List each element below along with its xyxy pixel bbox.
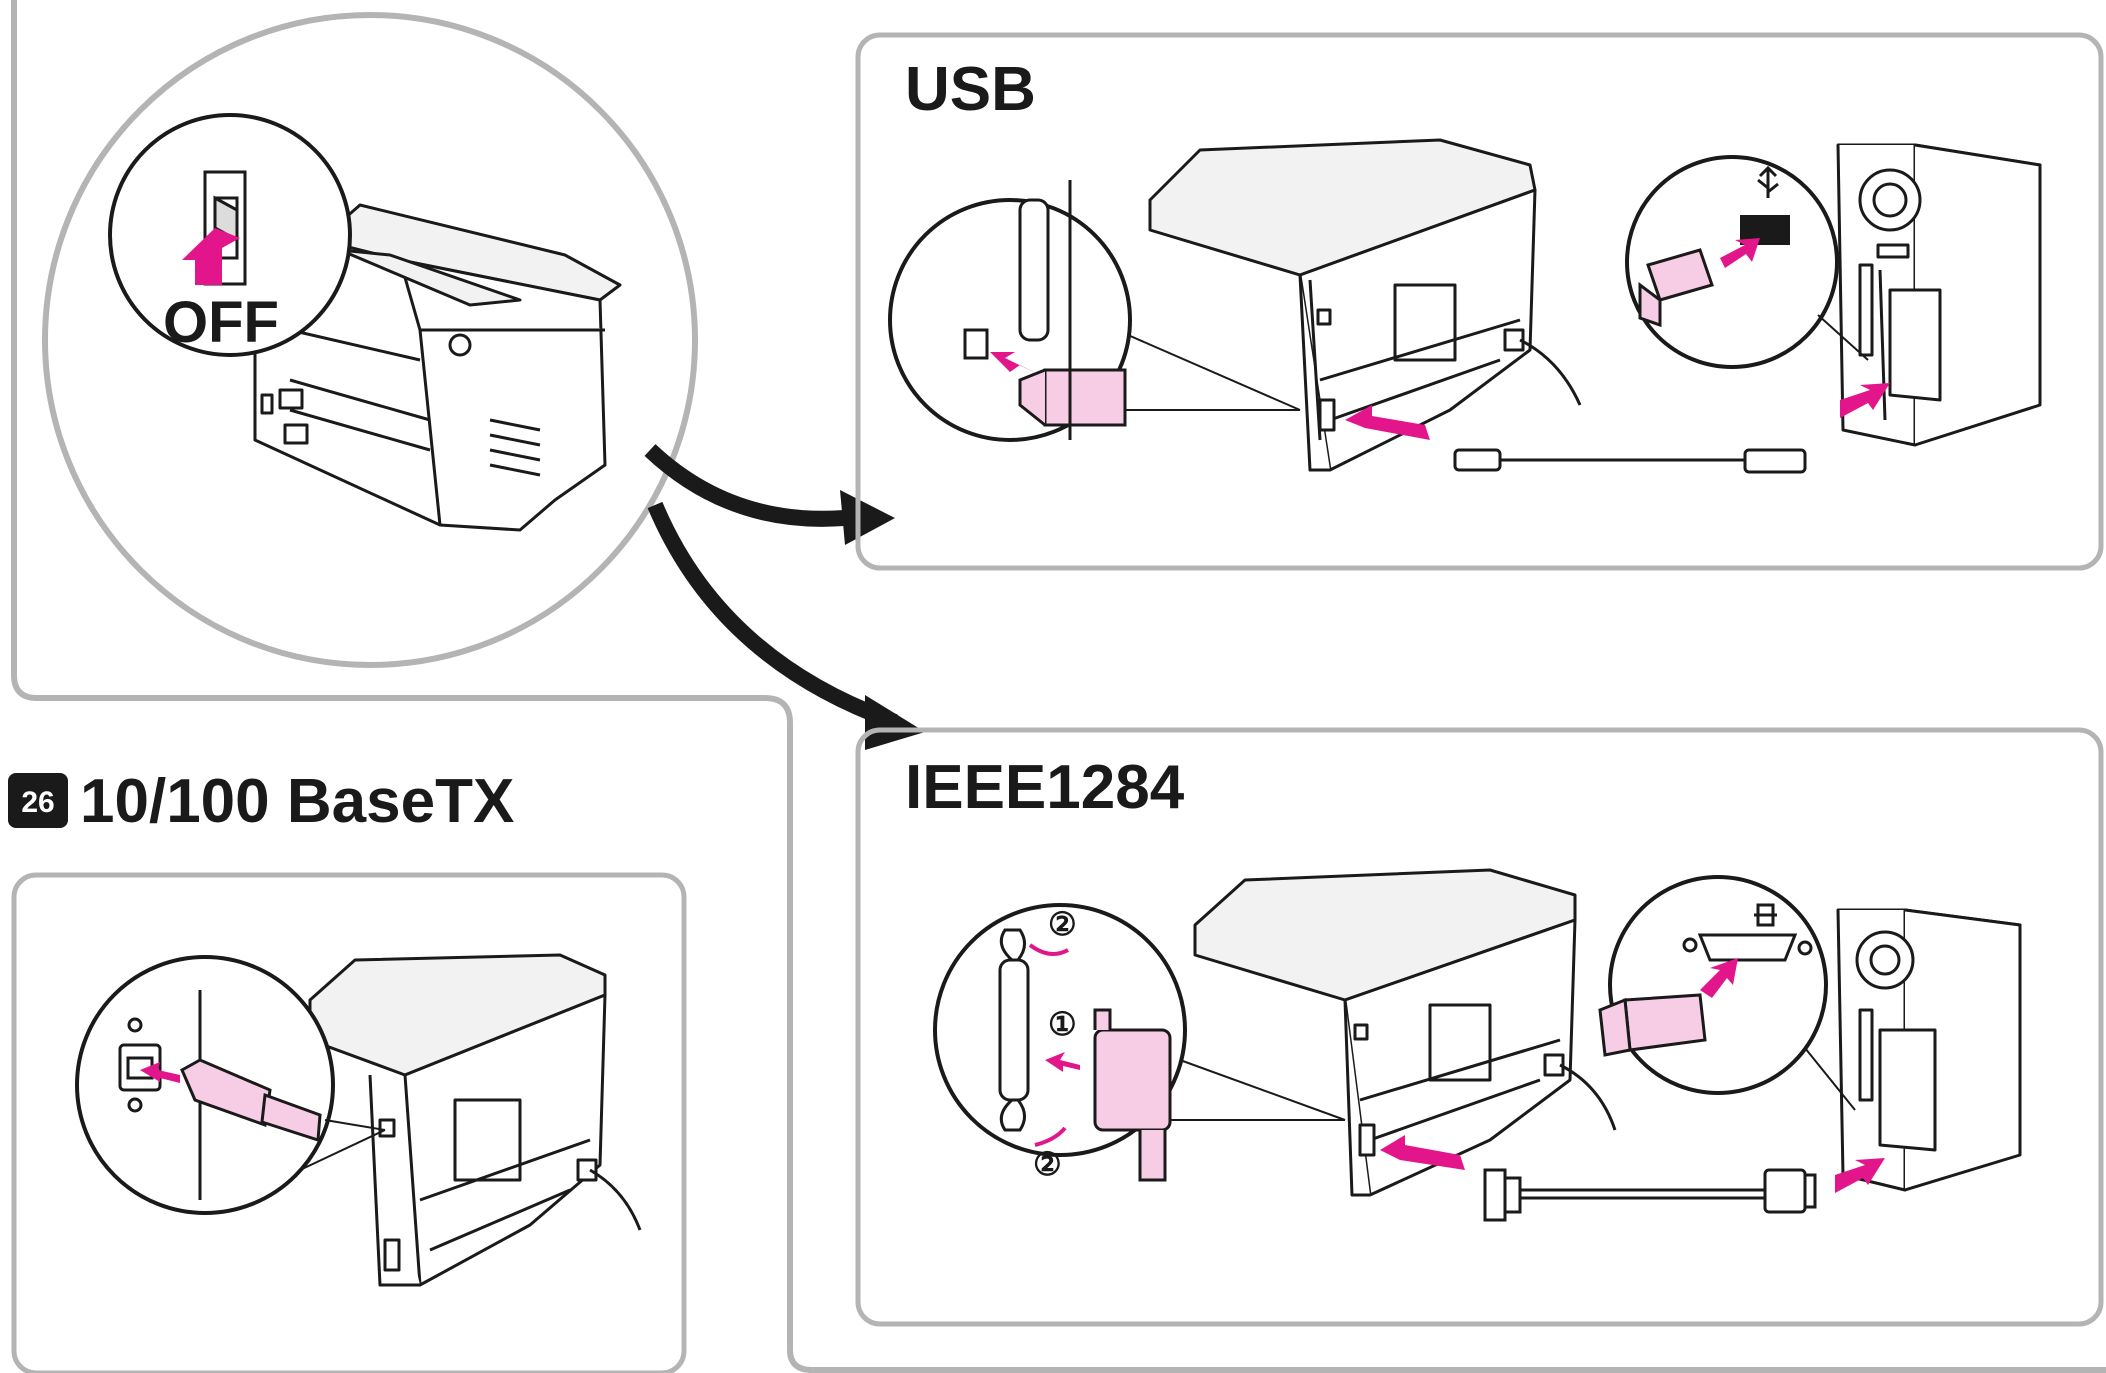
ieee-panel: IEEE1284 ② ① ② [855, 727, 2104, 1327]
ethernet-title: 10/100 BaseTX [80, 767, 514, 836]
ieee-computer-arrow [1835, 1158, 1885, 1193]
usb-printer-arrow [1345, 405, 1430, 440]
ieee-step-2-top: ② [1048, 906, 1077, 942]
ieee-printer-back-illustration [1193, 868, 1617, 1197]
arrow-to-usb-head [840, 490, 895, 545]
usb-plug-closeup [1638, 248, 1714, 328]
ethernet-plug-closeup [180, 1058, 322, 1143]
printer-front-illustration [253, 203, 622, 532]
usb-symbol-icon [1757, 165, 1779, 198]
ieee-title: IEEE1284 [905, 753, 1185, 822]
step-badge-number: 26 [21, 786, 54, 819]
usb-closeup-arrow [990, 352, 1040, 375]
outer-frame [11, 0, 2106, 1373]
usb-port-closeup [963, 180, 1127, 440]
arrow-to-ieee [647, 501, 898, 730]
usb-panel-frame [855, 32, 2104, 571]
power-switch-icon [203, 170, 247, 286]
ieee-host-port [1682, 933, 1813, 962]
printer-port-icon [1754, 903, 1777, 927]
arrow-to-usb [644, 444, 872, 527]
step-badge [8, 773, 68, 828]
usb-computer-illustration [1836, 143, 2042, 447]
usb-panel: USB [855, 32, 2104, 571]
ethernet-printer-back-illustration [308, 953, 642, 1287]
ieee-step-2-bottom: ② [1033, 1146, 1062, 1182]
power-off-step: OFF [42, 12, 698, 668]
ethernet-panel-frame [11, 872, 687, 1373]
ieee-port-arrow [1700, 958, 1738, 998]
usb-printer-back-illustration [1148, 138, 1582, 472]
ieee-closeup-arrow [1045, 1052, 1080, 1072]
usb-title: USB [905, 55, 1036, 124]
ethernet-port-arrow [140, 1062, 180, 1083]
ethernet-section: 26 10/100 BaseTX [8, 767, 687, 1373]
usb-computer-arrow [1840, 383, 1890, 418]
ieee-step-1: ① [1048, 1006, 1077, 1042]
ieee-computer-illustration [1836, 908, 2022, 1192]
arrow-to-ieee-head [865, 695, 925, 750]
ieee-panel-frame [855, 727, 2104, 1327]
off-label: OFF [163, 290, 279, 355]
ieee-cable [1483, 1168, 1817, 1222]
ieee-printer-arrow [1380, 1135, 1465, 1170]
ieee-clip-arrow-bottom [1034, 1126, 1067, 1147]
usb-cable [1453, 448, 1807, 474]
press-arrow-icon [182, 228, 240, 285]
ieee-connector-closeup [998, 928, 1172, 1182]
ieee-clip-arrow-top [1028, 943, 1069, 956]
ieee-plug-closeup [1598, 993, 1707, 1057]
usb-port-arrow [1720, 238, 1760, 268]
